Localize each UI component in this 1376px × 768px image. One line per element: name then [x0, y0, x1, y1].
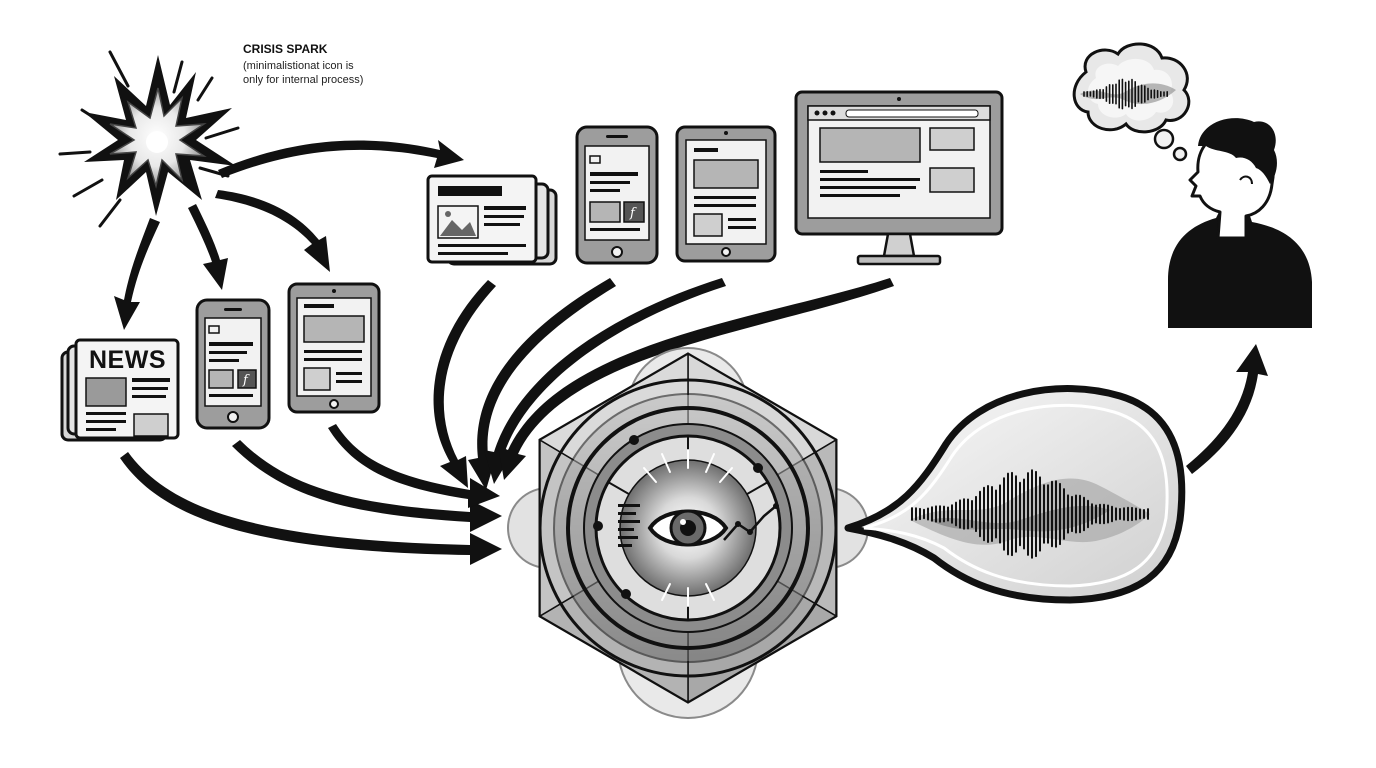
arrow-spark-to-near-phone	[188, 204, 228, 290]
arrow-near-tablet-to-hub	[328, 424, 500, 508]
tablet-icon	[675, 125, 777, 263]
person-silhouette-icon	[1168, 118, 1312, 328]
arrow-spark-to-near-tablet	[215, 190, 330, 272]
smartphone-icon: f	[195, 298, 271, 430]
arrow-spark-to-far-newspaper	[218, 140, 464, 178]
waveform-bars	[911, 469, 1149, 559]
spark-title: CRISIS SPARK	[243, 42, 328, 56]
desktop-monitor-icon	[794, 90, 1004, 266]
arrow-near-phone-to-hub	[232, 440, 502, 532]
thought-bubble-waveform-icon	[1072, 42, 1191, 162]
smartphone-icon: f	[575, 125, 659, 265]
thought-waveform-bars	[1083, 78, 1168, 110]
newspaper-icon: NEWS	[60, 338, 180, 442]
social-badge: f	[242, 373, 250, 388]
arrow-far-monitor-to-hub	[498, 278, 894, 480]
spark-note-line2: only for internal process)	[243, 74, 363, 86]
eye-in-hexagon-processor-icon	[507, 347, 869, 719]
arrow-output-to-person	[1186, 344, 1268, 474]
arrow-far-newspaper-to-hub	[433, 280, 496, 488]
far-sources: f	[426, 90, 1004, 266]
eye-icon	[647, 509, 729, 547]
newspaper-headline: NEWS	[89, 346, 166, 374]
arrow-far-phone-to-hub	[468, 278, 616, 490]
speech-bubble-waveform-icon	[844, 385, 1186, 604]
social-badge: f	[629, 206, 637, 221]
starburst-icon	[58, 50, 240, 228]
near-sources: NEWS f	[60, 282, 381, 442]
arrow-spark-to-near-newspaper	[114, 218, 160, 330]
spark-note-line1: (minimalistionat icon is	[243, 60, 354, 72]
arrow-near-newspaper-to-hub	[120, 452, 502, 565]
newspaper-icon	[426, 174, 558, 266]
person-group	[1072, 42, 1312, 328]
flow-arrows	[114, 140, 1268, 565]
tablet-icon	[287, 282, 381, 414]
crisis-spark: CRISIS SPARK (minimalistionat icon is on…	[58, 42, 363, 228]
